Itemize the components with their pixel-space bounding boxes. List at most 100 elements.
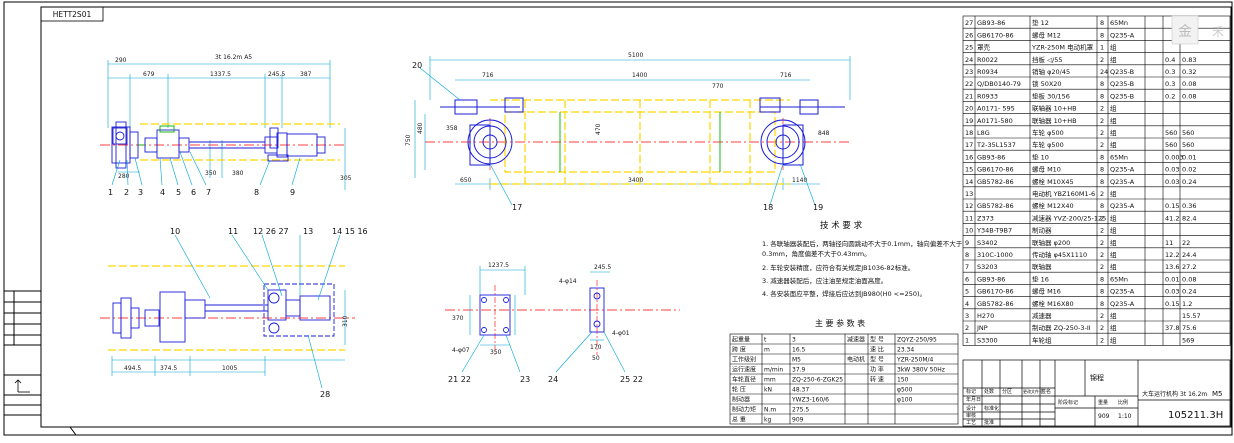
balloon-2: 2 [124, 188, 129, 197]
bom-cell-total-weight: 24.4 [1182, 251, 1196, 259]
balloon-13: 13 [303, 227, 313, 236]
bom-cell-qty: 8 [1100, 92, 1104, 100]
tb-label-sign: 签名 [1041, 388, 1051, 395]
tech-req-item-2: 2. 车轮安装精度，应符合有关规定JB1036-82标准。 [762, 263, 914, 272]
bom-cell-name: 螺栓 M12X40 [1032, 201, 1074, 210]
bom-cell-total-weight: 0.36 [1182, 202, 1196, 210]
balloon-19: 19 [813, 203, 823, 212]
bom-cell-name: 制动器 ZQ-250-3-II [1032, 323, 1091, 332]
param-cell-value: 3 [792, 337, 796, 344]
param-cell-value: YWZ3-160/6 [791, 397, 829, 404]
balloon-18: 18 [763, 203, 773, 212]
bom-cell-no: 16 [965, 153, 973, 161]
bom-cell-material: 65Mn [1110, 275, 1128, 283]
bom-cell-total-weight: 0.32 [1182, 68, 1196, 76]
bom-cell-unit-weight: 11 [1165, 239, 1173, 247]
bom-cell-name: 电动机 YBZ160M1-6 [1032, 189, 1095, 198]
balloon-5: 5 [176, 188, 181, 197]
bom-cell-name: 联轴器 10+HB [1032, 104, 1077, 113]
dim-848: 848 [818, 130, 830, 137]
tb-label-count: 处数 [984, 388, 994, 395]
bom-cell-material: 组 [1110, 238, 1117, 247]
dim-650: 650 [460, 177, 472, 184]
tb-label-zone: 分区 [1002, 388, 1012, 395]
bom-cell-material: 组 [1110, 323, 1117, 332]
bom-cell-code: A0171- 595 [977, 105, 1015, 113]
dim-370: 370 [452, 315, 464, 322]
balloon-25-22: 25 22 [620, 375, 643, 384]
bom-cell-unit-weight: 0.2 [1165, 92, 1175, 100]
tb-label-process: 工艺 [966, 420, 976, 426]
bom-cell-material: 组 [1110, 311, 1117, 320]
param-cell-unit: N.m [764, 407, 776, 414]
bom-cell-material: Q235-A [1110, 202, 1135, 210]
bom-cell-unit-weight: 0.15 [1165, 300, 1179, 308]
bom-cell-total-weight: 0.24 [1182, 178, 1196, 186]
balloon-20: 20 [412, 61, 422, 70]
bom-cell-material: 65Mn [1110, 153, 1128, 161]
param-cell-group: 电动机 [847, 356, 865, 364]
dim-span: 3t 16.2m A5 [215, 54, 252, 61]
bom-cell-no: 2 [965, 324, 969, 332]
bom-cell-material: 组 [1110, 104, 1117, 113]
dim-1237: 1237.5 [488, 262, 509, 269]
dim-350: 350 [205, 170, 217, 177]
param-cell-spec: φ500 [897, 387, 913, 394]
dim-679: 679 [143, 71, 155, 78]
param-cell-param: 工作级别 [732, 356, 756, 364]
bom-cell-code: H270 [977, 312, 994, 320]
bom-cell-no: 13 [965, 190, 973, 198]
bom-cell-qty: 2 [1100, 190, 1104, 198]
bom-cell-material: 组 [1110, 140, 1117, 149]
bom-cell-code: GB5782-86 [977, 300, 1014, 308]
bom-cell-qty: 2 [1100, 214, 1104, 222]
bom-cell-name: 联轴器 [1032, 262, 1052, 271]
bom-cell-qty: 2 [1100, 312, 1104, 320]
dim-480: 480 [417, 122, 424, 134]
bom-cell-code: Q/DB0140-79 [977, 80, 1021, 88]
param-cell-unit: m [764, 347, 770, 354]
param-cell-field: 转 速 [870, 376, 884, 384]
param-cell-spec: 3kW 380V 50Hz [897, 367, 945, 374]
bom-cell-no: 6 [965, 275, 969, 283]
balloon-24: 24 [548, 375, 558, 384]
bom-cell-qty: 2 [1100, 263, 1104, 271]
bom-cell-unit-weight: 13.6 [1165, 263, 1179, 271]
bom-cell-material: Q235-A [1110, 166, 1135, 174]
param-cell-param: 制动器 [732, 396, 750, 404]
bom-cell-code: GB5782-86 [977, 178, 1014, 186]
view-top-left: 290 679 1337.5 245.5 387 3t 16.2m A5 280… [100, 54, 352, 197]
balloon-9: 9 [290, 188, 295, 197]
bom-cell-no: 1 [965, 336, 969, 344]
bom-cell-total-weight: 22 [1182, 239, 1190, 247]
bom-cell-qty: 1 [1100, 44, 1104, 52]
bom-cell-unit-weight: 560 [1165, 129, 1177, 137]
tb-label-change: 更改文件号 [1023, 388, 1043, 394]
bom-cell-name: 螺栓 M16X80 [1032, 299, 1074, 308]
bom-cell-total-weight: 569 [1182, 336, 1194, 344]
dim-4-07: 4-φ07 [452, 347, 470, 354]
tb-drawing-number: 105211.3H [1168, 410, 1223, 421]
dim-50: 50 [592, 355, 600, 362]
dim-358: 358 [446, 125, 458, 132]
bom-cell-material: 组 [1110, 335, 1117, 344]
bom-cell-total-weight: 15.57 [1182, 312, 1201, 320]
bom-cell-no: 17 [965, 141, 973, 149]
bom-cell-unit-weight: 0.15 [1165, 202, 1179, 210]
view-bottom-left: 494.5 374.5 1005 310 10 11 12 26 27 13 1… [100, 227, 368, 399]
bom-cell-unit-weight: 41.2 [1165, 214, 1179, 222]
dim-374: 374.5 [160, 365, 177, 372]
bom-cell-qty: 2 [1100, 141, 1104, 149]
bom-cell-total-weight: 75.6 [1182, 324, 1196, 332]
bom-cell-code: 罩壳 [977, 43, 991, 52]
bom-cell-name: 销轴 φ20/45 [1032, 67, 1070, 76]
bom-cell-name: 减速器 [1032, 311, 1052, 320]
bom-cell-no: 23 [965, 68, 973, 76]
bom-cell-code: GB93-86 [977, 275, 1005, 283]
param-cell-value: 37.9 [792, 367, 806, 374]
bom-cell-no: 3 [965, 312, 969, 320]
tb-span: 3t 16.2m [1180, 391, 1207, 398]
